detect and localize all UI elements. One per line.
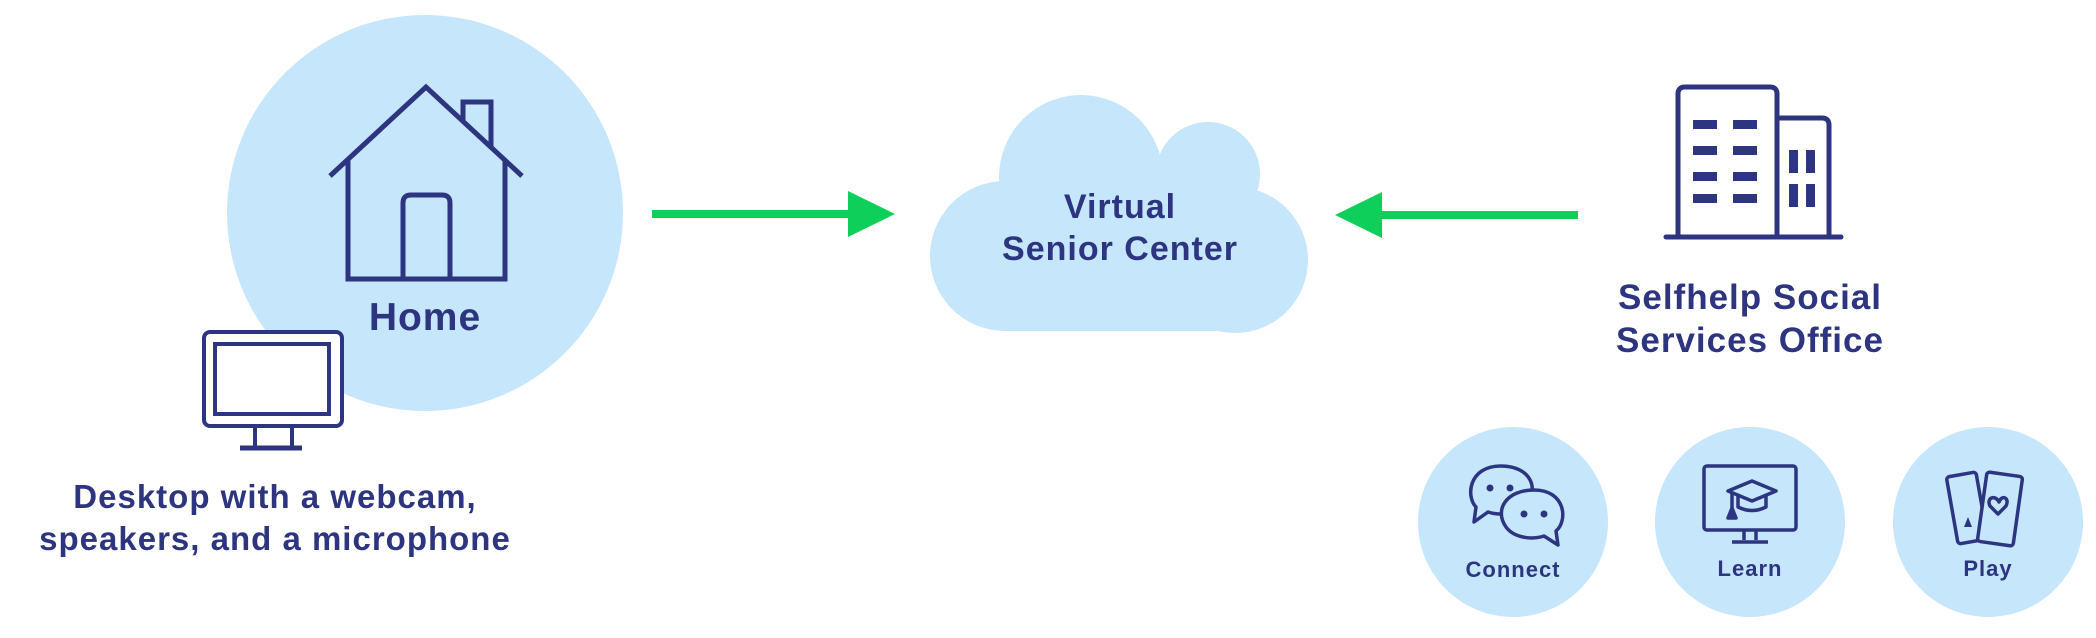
play-label: Play [1963, 556, 2013, 581]
home-label: Home [368, 296, 482, 339]
playing-cards-icon [1945, 470, 2025, 548]
office-building-icon [1663, 84, 1844, 240]
office-label-line1: Selfhelp Social [1618, 278, 1882, 317]
learn-circle [1655, 427, 1845, 617]
desktop-label: Desktop with a webcam, speakers, and a m… [39, 478, 511, 557]
home-circle [227, 15, 623, 411]
monitor-icon [202, 330, 344, 451]
house-icon [328, 83, 524, 282]
learn-label: Learn [1717, 556, 1783, 581]
cloud-shape [930, 95, 1308, 333]
virtual-senior-center-label: Virtual Senior Center [960, 186, 1280, 270]
connect-label: Connect [1465, 557, 1561, 582]
graduation-screen-icon [1702, 464, 1798, 544]
arrow-home-to-cloud [652, 191, 895, 237]
virtual-senior-center-line2: Senior Center [1002, 230, 1238, 268]
virtual-senior-center-line1: Virtual [1063, 188, 1177, 226]
office-label-line2: Services Office [1616, 321, 1884, 360]
chat-bubbles-icon [1468, 464, 1565, 547]
office-label: Selfhelp Social Services Office [1580, 276, 1920, 362]
arrow-office-to-cloud [1335, 192, 1578, 238]
